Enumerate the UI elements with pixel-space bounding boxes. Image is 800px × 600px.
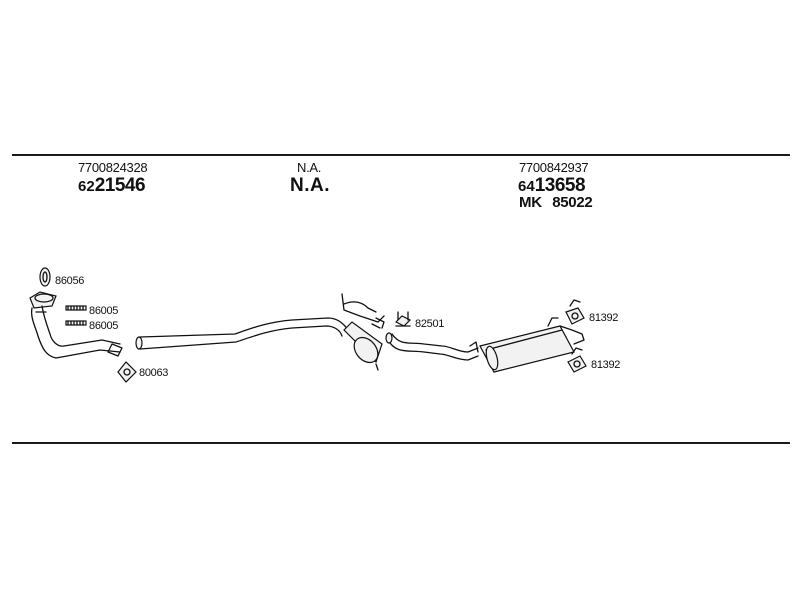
tail-pipe-icon xyxy=(385,332,479,361)
clamp-icon xyxy=(65,320,87,326)
label-clamp-1: 86005 xyxy=(89,305,119,317)
part-number-3-main: 13658 xyxy=(534,175,586,196)
label-gasket-bottom: 80063 xyxy=(139,367,169,379)
mk-label: MK xyxy=(519,194,542,211)
ref-number-1: 7700824328 xyxy=(78,160,148,175)
mk-code: MK 85022 xyxy=(519,194,593,212)
bottom-divider xyxy=(12,442,790,444)
clamp-icon xyxy=(65,305,87,311)
mk-value: 85022 xyxy=(552,194,593,211)
label-hanger-top: 81392 xyxy=(589,312,619,324)
part-number-1-main: 21546 xyxy=(94,175,146,196)
middle-silencer-icon xyxy=(341,293,385,371)
bracket-icon xyxy=(394,311,412,327)
part-number-1-prefix: 62 xyxy=(78,178,95,195)
rear-silencer-icon xyxy=(479,317,585,373)
rubber-hanger-icon xyxy=(565,299,585,325)
front-pipe-icon xyxy=(29,291,123,359)
top-divider xyxy=(12,154,790,156)
label-bracket: 82501 xyxy=(415,318,445,330)
part-number-2: N.A. xyxy=(290,175,330,196)
label-gasket-top: 86056 xyxy=(55,275,85,287)
intermediate-pipe-icon xyxy=(135,317,349,350)
gasket-icon xyxy=(39,267,51,287)
gasket-icon xyxy=(117,361,137,383)
part-number-3-prefix: 64 xyxy=(518,178,535,195)
label-clamp-2: 86005 xyxy=(89,320,119,332)
ref-number-3: 7700842937 xyxy=(519,160,589,175)
part-number-1: 6221546 xyxy=(78,175,146,197)
part-number-3: 6413658 xyxy=(518,175,586,197)
label-hanger-bottom: 81392 xyxy=(591,359,621,371)
rubber-hanger-icon xyxy=(567,347,587,373)
ref-number-2: N.A. xyxy=(297,160,322,175)
